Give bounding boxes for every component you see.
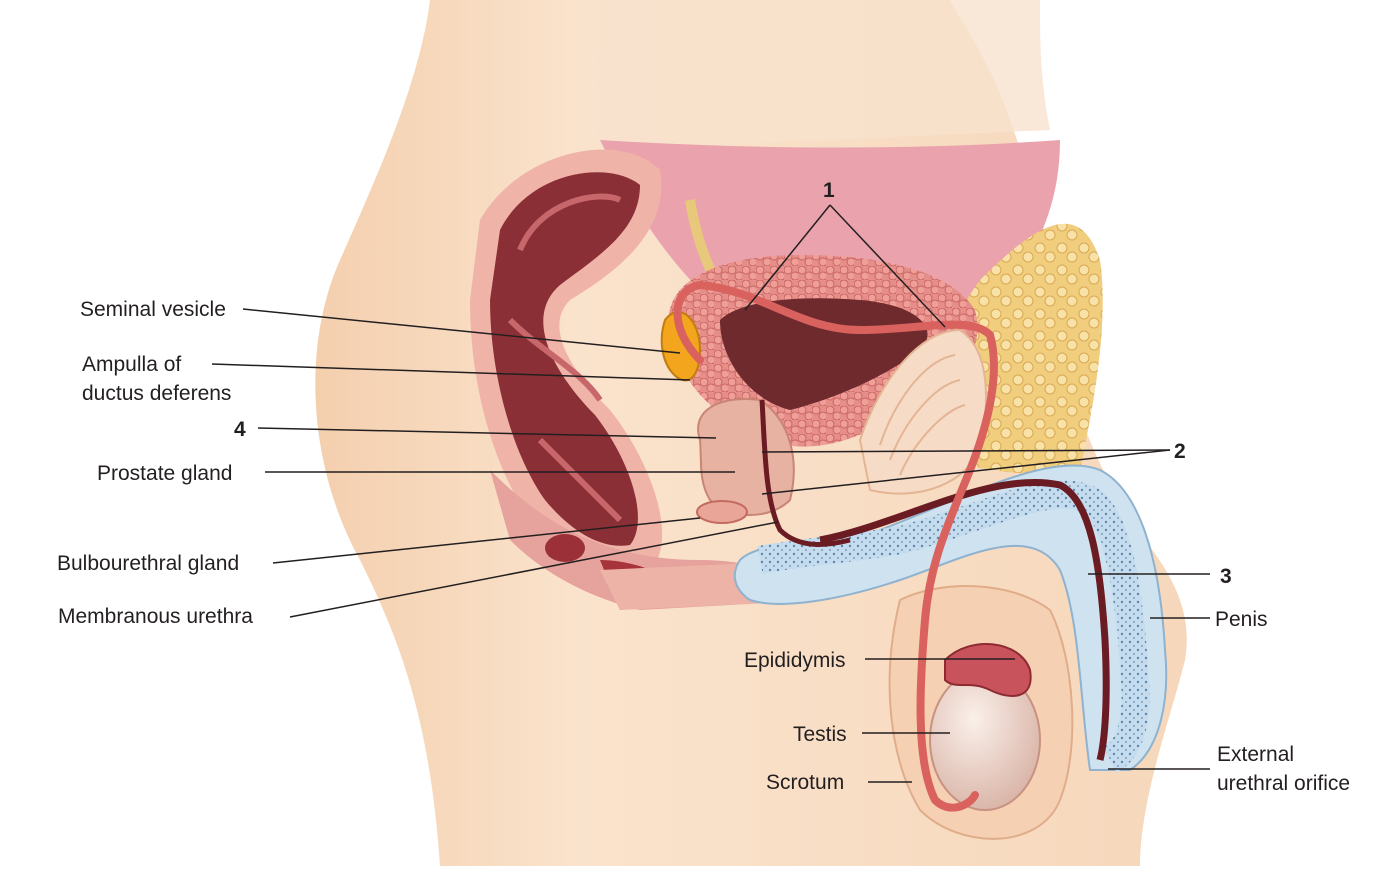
leader-1a [744,204,831,311]
label-penis: Penis [1215,608,1268,631]
label-testis: Testis [793,723,847,746]
label-membranous: Membranous urethra [58,605,253,628]
urethra [759,399,851,547]
scrotum-testis [888,585,1074,840]
seminal-vesicle-shape [660,310,702,382]
leader-membranous [289,521,779,618]
label-ampulla-line2: ductus deferens [82,382,231,405]
labels: Seminal vesicle Ampulla of ductus defere… [57,179,1350,795]
label-orifice-line2: urethral orifice [1217,772,1350,795]
leader-1b [829,204,946,328]
label-orifice-line1: External [1217,743,1294,766]
leader-4 [257,427,717,439]
label-seminal-vesicle: Seminal vesicle [80,298,226,321]
label-epididymis: Epididymis [744,649,846,672]
bulbourethral-shape [696,500,748,524]
pubic-symphysis [858,328,987,495]
leader-seminal-vesicle [242,308,681,354]
label-prostate: Prostate gland [97,462,232,485]
label-bulbourethral: Bulbourethral gland [57,552,239,575]
leader-2a [761,449,1171,453]
leader-2b [761,449,1171,495]
label-number-2: 2 [1174,440,1186,463]
leader-ampulla [211,363,691,381]
leader-lines [211,204,1210,783]
label-ampulla-line1: Ampulla of [82,353,181,376]
leader-bulbourethral [272,517,701,564]
label-number-4: 4 [234,418,246,441]
label-scrotum: Scrotum [766,771,844,794]
ductus-deferens [673,280,998,812]
rectum [470,149,663,573]
label-number-3: 3 [1220,565,1232,588]
label-number-1: 1 [823,179,835,202]
